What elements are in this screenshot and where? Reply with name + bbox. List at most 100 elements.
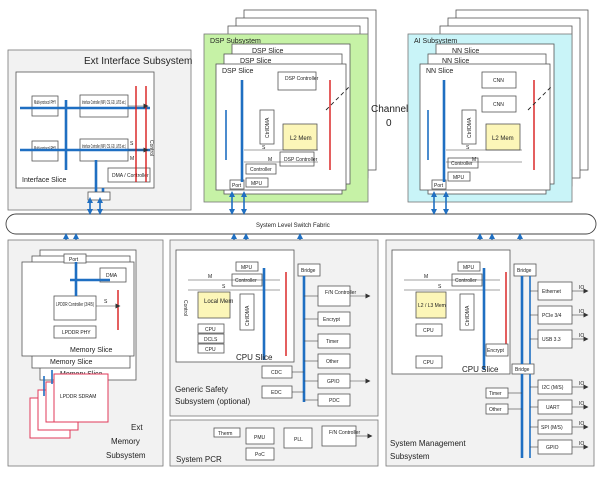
svg-text:Bridge: Bridge bbox=[517, 268, 532, 274]
mgmt-ethernet: Ethernet bbox=[537, 281, 573, 301]
mgmt-encrypt: Encrypt bbox=[485, 343, 509, 357]
mgmt-cpu-2: CPU bbox=[415, 355, 443, 369]
pcr-pmu: PMU bbox=[245, 427, 275, 445]
mgmt-usb: USB 3.3 bbox=[537, 329, 573, 349]
safety-ctrl-dma: Ctrl/DMA bbox=[239, 293, 255, 331]
mgmt-pcie: PCIe 3/4 bbox=[537, 305, 573, 325]
ai-subsystem-title: AI Subsystem bbox=[414, 38, 457, 45]
dsp-ctrl-dma: Ctrl/DMA bbox=[259, 109, 275, 145]
svg-text:IO: IO bbox=[579, 401, 584, 407]
svg-text:L2 / L3 Mem: L2 / L3 Mem bbox=[418, 303, 446, 309]
svg-text:LPDDR SDRAM: LPDDR SDRAM bbox=[60, 394, 96, 400]
svg-text:UART: UART bbox=[546, 405, 560, 411]
svg-text:DSP Slice: DSP Slice bbox=[222, 68, 253, 75]
svg-text:DSP Slice: DSP Slice bbox=[240, 58, 271, 65]
lpddr-controller: LPDDR Controller (3/4/5) bbox=[53, 295, 97, 321]
svg-text:CPU: CPU bbox=[205, 327, 216, 333]
safety-edc: EDC bbox=[261, 385, 293, 399]
svg-text:CNN: CNN bbox=[493, 102, 504, 108]
svg-text:S: S bbox=[466, 145, 470, 151]
svg-text:Bridge: Bridge bbox=[301, 268, 316, 274]
svg-text:S: S bbox=[438, 284, 442, 290]
safety-bridge: Bridge bbox=[297, 263, 321, 277]
svg-text:Encrypt: Encrypt bbox=[323, 317, 341, 323]
svg-text:MPU: MPU bbox=[463, 265, 475, 271]
svg-text:System Level Switch Fabric: System Level Switch Fabric bbox=[256, 223, 330, 229]
safety-gpio: GPIO bbox=[317, 373, 351, 389]
svg-text:Control: Control bbox=[182, 300, 188, 316]
svg-text:Interface Controller (MIPI, CS: Interface Controller (MIPI, CSI, ESI, LV… bbox=[82, 144, 126, 150]
svg-text:Subsystem: Subsystem bbox=[106, 451, 146, 460]
svg-text:CPU: CPU bbox=[423, 328, 434, 334]
svg-text:LPDDR PHY: LPDDR PHY bbox=[62, 330, 91, 336]
dsp-subsystem-title: DSP Subsystem bbox=[210, 38, 261, 45]
ai-controller: Controller bbox=[447, 157, 479, 169]
svg-text:Therm: Therm bbox=[218, 431, 232, 437]
svg-text:Timer: Timer bbox=[326, 339, 339, 345]
svg-text:Ctrl/DMA: Ctrl/DMA bbox=[467, 117, 473, 138]
safety-other: Other bbox=[317, 353, 351, 369]
mgmt-cpu-1: CPU bbox=[415, 323, 443, 337]
mgmt-timer: Timer bbox=[485, 387, 509, 399]
svg-text:DCLS: DCLS bbox=[204, 337, 218, 343]
svg-text:Controller: Controller bbox=[451, 161, 473, 167]
safety-timer: Timer bbox=[317, 333, 351, 349]
system-pcr: Therm PMU PLL F/N Controller PoC System … bbox=[169, 419, 379, 467]
svg-text:PLL: PLL bbox=[294, 437, 303, 443]
memory-port: Port bbox=[63, 253, 87, 264]
svg-text:CPU: CPU bbox=[205, 347, 216, 353]
ai-ctrl-dma: Ctrl/DMA bbox=[461, 109, 477, 145]
svg-text:Interface Controller (MIPI, CS: Interface Controller (MIPI, CSI, ESI, LV… bbox=[82, 100, 126, 106]
mgmt-mpu: MPU bbox=[457, 261, 481, 272]
memory-slice-label: Memory Slice bbox=[70, 347, 113, 354]
dsp-port: Port bbox=[229, 179, 245, 190]
svg-text:Port: Port bbox=[232, 183, 242, 189]
svg-text:M: M bbox=[268, 157, 272, 163]
svg-text:Port: Port bbox=[69, 257, 79, 263]
mgmt-ctrl-dma: Ctrl/DMA bbox=[459, 293, 475, 331]
svg-text:M: M bbox=[130, 156, 134, 162]
mgmt-bridge-2: Bridge bbox=[511, 363, 535, 375]
interface-slice-label: Interface Slice bbox=[22, 177, 66, 184]
multi-protocol-phy-1: Multi-protocol PHY bbox=[31, 95, 59, 117]
svg-text:IO: IO bbox=[579, 285, 584, 291]
safety-dcls: DCLS bbox=[197, 333, 225, 344]
pcr-therm: Therm bbox=[213, 427, 241, 438]
mgmt-cpu-slice-label: CPU Slice bbox=[462, 365, 499, 374]
svg-text:S: S bbox=[222, 284, 226, 290]
ext-memory-subsystem: Memory Slice Memory Slice Port DMA LPDDR… bbox=[7, 239, 164, 467]
ai-port: Port bbox=[431, 179, 447, 190]
mgmt-l2-l3-mem: L2 / L3 Mem bbox=[415, 291, 447, 319]
dsp-mpu: MPU bbox=[245, 177, 269, 188]
safety-encrypt: Encrypt bbox=[317, 311, 351, 327]
interface-controller-1: Interface Controller (MIPI, CSI, ESI, LV… bbox=[79, 94, 129, 118]
svg-text:Memory: Memory bbox=[111, 437, 140, 446]
svg-text:DSP Controller: DSP Controller bbox=[285, 76, 319, 82]
svg-text:PCIe 3/4: PCIe 3/4 bbox=[542, 313, 562, 319]
channel-label: Channel 0 bbox=[371, 104, 408, 129]
svg-text:GPIO: GPIO bbox=[327, 379, 340, 385]
svg-text:L2 Mem: L2 Mem bbox=[290, 136, 312, 142]
svg-text:IO: IO bbox=[579, 309, 584, 315]
svg-text:SPI (M/S): SPI (M/S) bbox=[541, 425, 563, 431]
svg-text:Timer: Timer bbox=[489, 391, 502, 397]
safety-cpu-1: CPU bbox=[197, 323, 225, 334]
svg-text:F/N Controller: F/N Controller bbox=[329, 430, 360, 436]
svg-text:CNN: CNN bbox=[493, 78, 504, 84]
svg-text:F/N Controller: F/N Controller bbox=[325, 290, 356, 296]
svg-text:Controller: Controller bbox=[250, 167, 272, 173]
dsp-l2-mem: L2 Mem bbox=[282, 123, 318, 151]
svg-text:MPU: MPU bbox=[251, 181, 263, 187]
svg-text:Channel: Channel bbox=[371, 104, 408, 115]
mgmt-uart: UART bbox=[537, 399, 573, 415]
svg-text:System Management: System Management bbox=[390, 439, 466, 448]
mgmt-i2c: I2C (M/S) bbox=[537, 379, 573, 395]
svg-text:Controller: Controller bbox=[455, 278, 477, 284]
ai-l2-mem: L2 Mem bbox=[485, 123, 521, 151]
dma-controller: DMA / Controller bbox=[107, 167, 151, 183]
safety-cdc: CDC bbox=[261, 365, 293, 379]
svg-text:Controller: Controller bbox=[235, 278, 257, 284]
svg-text:Local Mem: Local Mem bbox=[204, 299, 233, 305]
svg-text:MPU: MPU bbox=[453, 175, 465, 181]
safety-local-mem: Local Mem bbox=[197, 291, 233, 319]
